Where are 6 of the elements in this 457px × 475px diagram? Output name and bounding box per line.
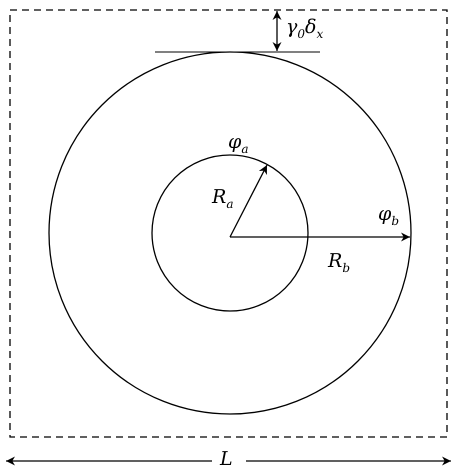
symbol-label: φ$_{b}$ — [378, 205, 399, 227]
symbol-label: φ$_{a}$ — [228, 133, 248, 155]
dimension-label: L — [220, 450, 233, 469]
symbol-label: R$_{b}$ — [328, 252, 350, 274]
symbol-label: R$_{a}$ — [212, 188, 234, 210]
symbol-label: γ$_{0}$δ$_{x}$ — [286, 18, 324, 40]
